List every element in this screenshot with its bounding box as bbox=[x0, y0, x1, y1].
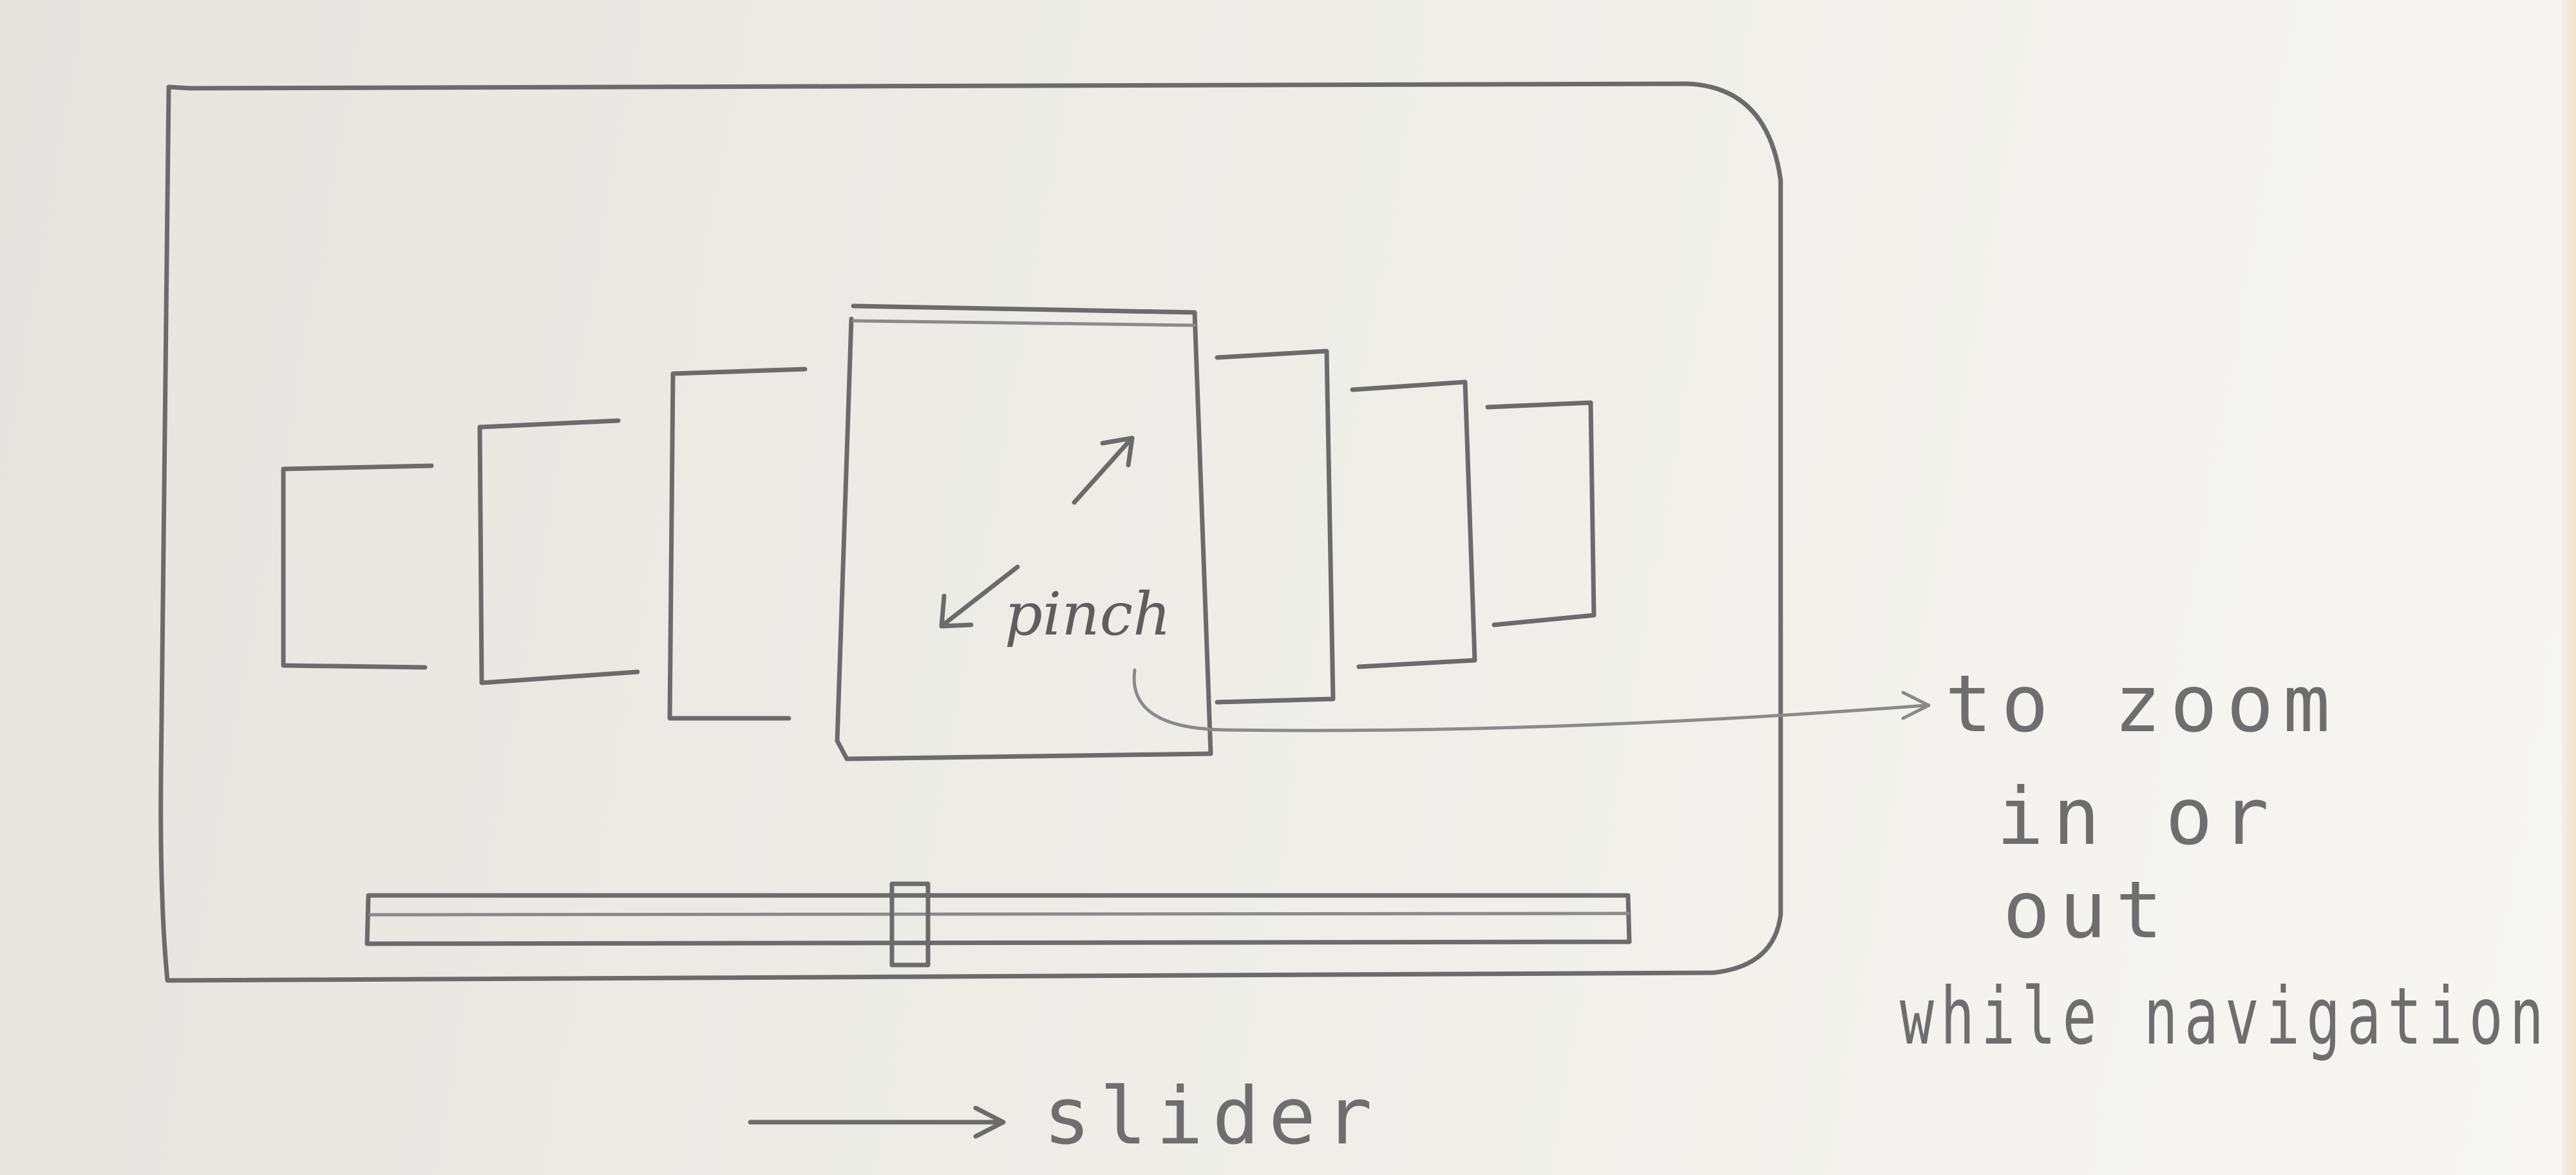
annotation-line-3: out bbox=[2003, 865, 2172, 956]
carousel-card-left-3 bbox=[281, 463, 434, 670]
carousel-card-center bbox=[835, 303, 1213, 761]
pinch-label: pinch bbox=[1005, 580, 1171, 649]
pinch-arrowhead-out-icon bbox=[1100, 435, 1135, 468]
annotation-line-4: while navigation bbox=[1900, 971, 2550, 1062]
annotation-line-2: in or bbox=[1996, 771, 2278, 863]
pinch-arrowhead-in-icon bbox=[939, 593, 974, 629]
slider-track[interactable] bbox=[365, 893, 1632, 946]
paper-edge bbox=[2562, 0, 2576, 1175]
slider-track-inner-line bbox=[368, 912, 1630, 917]
slider-label: slider bbox=[1043, 1071, 1381, 1162]
slider-thumb[interactable] bbox=[889, 881, 931, 968]
carousel-card-right-2 bbox=[1350, 379, 1477, 669]
pinch-arrow-in-icon bbox=[942, 564, 1020, 626]
callout-arrow bbox=[1132, 668, 1927, 732]
slider[interactable] bbox=[365, 881, 1632, 968]
carousel-card-right-1 bbox=[1215, 349, 1336, 705]
callout-arrowhead-icon bbox=[1901, 691, 1931, 720]
annotation-line-1: to zoom bbox=[1945, 658, 2339, 750]
device-frame bbox=[158, 81, 1783, 983]
pinch-arrow-out-icon bbox=[1072, 437, 1133, 505]
carousel-card-left-1 bbox=[667, 367, 808, 721]
carousel-card-center-top-edge bbox=[851, 319, 1197, 327]
carousel-card-left-2 bbox=[477, 418, 640, 685]
carousel-card-right-3 bbox=[1485, 400, 1596, 627]
slider-label-arrowhead-icon bbox=[973, 1105, 1006, 1139]
